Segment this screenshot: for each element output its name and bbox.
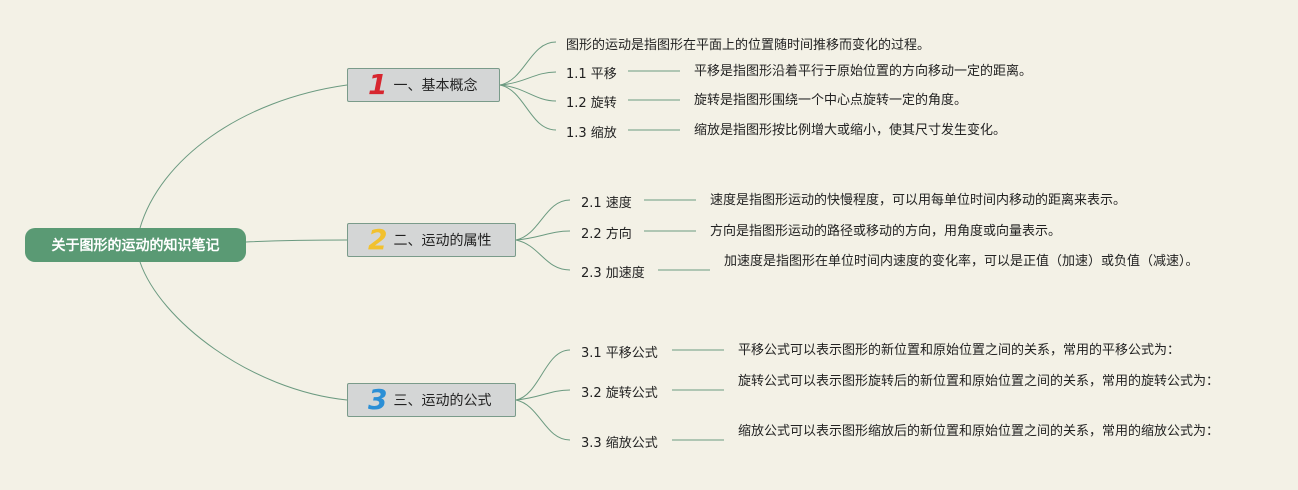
subtopic-1-3[interactable]: 1.3 缩放 (566, 126, 617, 141)
branch3-to-item2 (515, 389, 571, 401)
subtopic-3-2-desc: 旋转公式可以表示图形旋转后的新位置和原始位置之间的关系，常用的旋转公式为： (738, 374, 1220, 389)
branch-label: 三、运动的公式 (393, 393, 492, 409)
branch1-to-intro (499, 41, 557, 86)
subtopic-2-3[interactable]: 2.3 加速度 (581, 266, 645, 281)
branch1-to-item1 (499, 71, 557, 86)
subtopic-1-2[interactable]: 1.2 旋转 (566, 96, 617, 111)
branch-basic-concepts[interactable]: 1 一、基本概念 (347, 68, 500, 102)
subtopic-3-2[interactable]: 3.2 旋转公式 (581, 386, 658, 401)
branch3-to-item1 (515, 349, 571, 401)
subtopic-1-2-desc: 旋转是指图形围绕一个中心点旋转一定的角度。 (694, 93, 968, 108)
branch1-to-item2 (499, 84, 557, 102)
subtopic-2-1-desc: 速度是指图形运动的快慢程度，可以用每单位时间内移动的距离来表示。 (710, 193, 1127, 208)
subtopic-1-3-desc: 缩放是指图形按比例增大或缩小，使其尺寸发生变化。 (694, 123, 1007, 138)
branch-motion-properties[interactable]: 2 二、运动的属性 (347, 223, 516, 257)
number-two-icon: 2 (368, 223, 388, 256)
root-to-branch-2 (245, 239, 348, 243)
subtopic-2-3-desc: 加速度是指图形在单位时间内速度的变化率，可以是正值（加速）或负值（减速）。 (724, 254, 1199, 269)
branch3-to-item3 (515, 399, 571, 441)
branch-label: 一、基本概念 (393, 78, 478, 94)
number-one-icon: 1 (368, 68, 388, 101)
root-topic[interactable]: 关于图形的运动的知识笔记 (25, 228, 246, 262)
branch-motion-formulas[interactable]: 3 三、运动的公式 (347, 383, 516, 417)
root-to-branch-1 (139, 84, 348, 229)
branch2-to-item3 (515, 239, 571, 271)
subtopic-3-3-desc: 缩放公式可以表示图形缩放后的新位置和原始位置之间的关系，常用的缩放公式为： (738, 424, 1220, 439)
root-topic-label: 关于图形的运动的知识笔记 (51, 238, 220, 254)
subtopic-3-1[interactable]: 3.1 平移公式 (581, 346, 658, 361)
branch2-to-item1 (515, 199, 571, 241)
branch1-intro: 图形的运动是指图形在平面上的位置随时间推移而变化的过程。 (566, 38, 931, 53)
subtopic-2-1[interactable]: 2.1 速度 (581, 196, 632, 211)
subtopic-1-1[interactable]: 1.1 平移 (566, 67, 617, 82)
subtopic-2-2[interactable]: 2.2 方向 (581, 227, 632, 242)
branch-label: 二、运动的属性 (393, 233, 492, 249)
subtopic-1-1-desc: 平移是指图形沿着平行于原始位置的方向移动一定的距离。 (694, 64, 1033, 79)
branch1-to-item3 (499, 84, 557, 131)
number-three-icon: 3 (368, 383, 388, 416)
subtopic-3-3[interactable]: 3.3 缩放公式 (581, 436, 658, 451)
subtopic-2-2-desc: 方向是指图形运动的路径或移动的方向，用角度或向量表示。 (710, 224, 1062, 239)
branch2-to-item2 (515, 230, 571, 241)
root-to-branch-3 (139, 261, 348, 401)
subtopic-3-1-desc: 平移公式可以表示图形的新位置和原始位置之间的关系，常用的平移公式为： (738, 343, 1181, 358)
